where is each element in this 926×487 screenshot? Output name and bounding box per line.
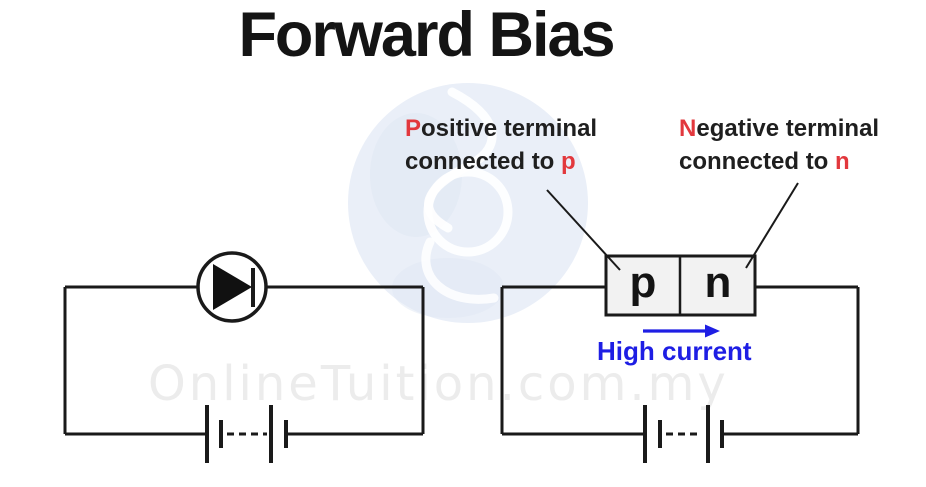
leader-line-negative [745, 182, 799, 269]
diode-anode-triangle [213, 264, 252, 310]
annotation-target-letter: n [835, 148, 850, 175]
pn-junction-box [604, 254, 757, 317]
right-circuit-wire [500, 285, 860, 436]
annotation-line-1: Negative terminal [679, 112, 879, 145]
high-current-label: High current [597, 336, 752, 366]
right-circuit [500, 182, 860, 463]
annotation-negative-terminal: Negative terminal connected to n [679, 112, 879, 178]
annotation-text: ositive terminal [421, 115, 598, 142]
current-arrow-head [705, 324, 720, 338]
annotation-text: egative terminal [696, 115, 880, 142]
leader-line-positive [546, 189, 621, 271]
battery-icon-left [205, 405, 288, 463]
diode-icon [196, 251, 268, 323]
battery-icon-right [643, 405, 724, 463]
p-region-label: p [629, 257, 657, 307]
mouse-cable-tail [421, 237, 499, 304]
annotation-line-1: Positive terminal [405, 112, 597, 145]
annotation-text: connected to [679, 148, 836, 175]
n-region-label: n [704, 257, 732, 307]
watermark-text: OnlineTuition.com.my [148, 356, 729, 412]
annotation-initial-letter: N [679, 115, 697, 142]
left-circuit [63, 251, 425, 463]
annotation-text: connected to [405, 148, 562, 175]
mouse-body-outline [423, 167, 513, 257]
annotation-initial-letter: P [405, 115, 422, 142]
annotation-line-2: connected to p [405, 145, 597, 178]
annotation-target-letter: p [561, 148, 576, 175]
page-title: Forward Bias [238, 0, 615, 70]
annotation-line-2: connected to n [679, 145, 879, 178]
annotation-positive-terminal: Positive terminal connected to p [405, 112, 597, 178]
current-arrow-icon [643, 324, 720, 338]
globe-continent [370, 113, 462, 237]
